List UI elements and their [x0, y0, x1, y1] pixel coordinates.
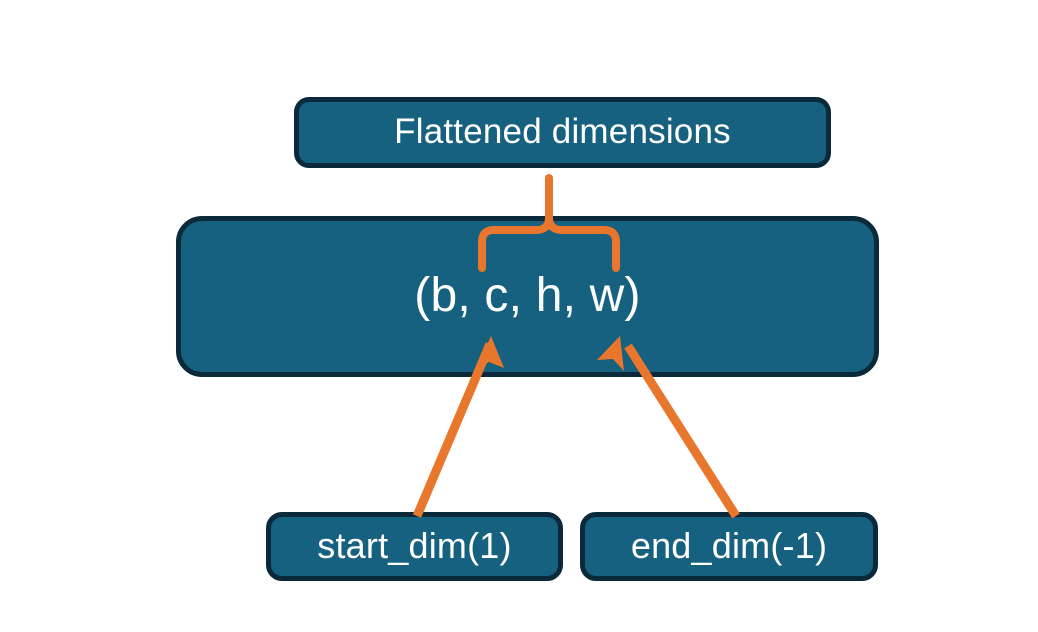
node-end-dim-label: end_dim(-1) [630, 524, 828, 566]
node-tensor-shape[interactable]: (b, c, h, w) [176, 216, 879, 377]
node-start-dim[interactable]: start_dim(1) [266, 512, 563, 581]
node-end-dim[interactable]: end_dim(-1) [580, 512, 878, 581]
node-flattened-dimensions[interactable]: Flattened dimensions [294, 97, 831, 168]
node-start-dim-label: start_dim(1) [317, 524, 512, 566]
node-tensor-shape-label: (b, c, h, w) [414, 268, 641, 322]
node-flattened-dimensions-label: Flattened dimensions [394, 112, 731, 151]
